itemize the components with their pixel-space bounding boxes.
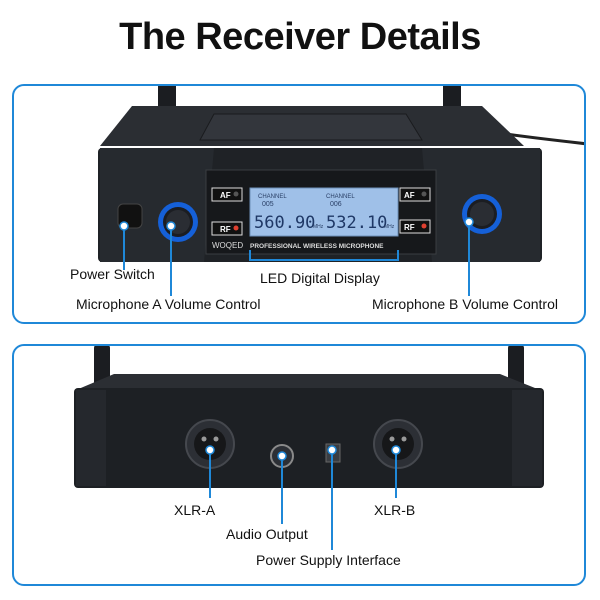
- receiver-rear-body: [74, 388, 544, 488]
- rf-label-b: RF: [404, 223, 415, 232]
- label-power-switch: Power Switch: [70, 266, 155, 282]
- label-xlr-a: XLR-A: [174, 502, 216, 518]
- front-panel-section: AF RF AF RF CHANNEL 005 CHANNEL 006 560.…: [12, 84, 586, 324]
- af-label-b: AF: [404, 191, 415, 200]
- label-led-display: LED Digital Display: [260, 270, 380, 286]
- lcd-channel-label-b: CHANNEL: [326, 194, 355, 200]
- rf-button-b: [399, 219, 431, 234]
- receiver-rear-illustration: [74, 346, 544, 550]
- page-title: The Receiver Details: [119, 16, 481, 58]
- lcd-channel-a: 005: [262, 201, 274, 208]
- label-audio-output: Audio Output: [226, 526, 308, 542]
- product-name: PROFESSIONAL WIRELESS MICROPHONE: [250, 243, 384, 250]
- lcd-freq-a: 560.90: [254, 213, 315, 233]
- rf-button-a: [211, 221, 243, 236]
- lcd-channel-label-a: CHANNEL: [258, 194, 287, 200]
- af-label-a: AF: [220, 191, 231, 200]
- lcd-display: [249, 187, 399, 237]
- receiver-front-illustration: AF RF AF RF CHANNEL 005 CHANNEL 006 560.…: [98, 86, 584, 296]
- af-button-b: [399, 187, 431, 202]
- lcd-freq-b: 532.10: [326, 213, 387, 233]
- bracket-led-display: [249, 250, 399, 261]
- rf-label-a: RF: [220, 225, 231, 234]
- label-mic-b-volume: Microphone B Volume Control: [372, 296, 558, 312]
- lcd-channel-b: 006: [330, 201, 342, 208]
- label-xlr-b: XLR-B: [374, 502, 416, 518]
- rear-panel-section: XLR-A XLR-B Audio Output Power Supply In…: [12, 344, 586, 586]
- label-mic-a-volume: Microphone A Volume Control: [76, 296, 261, 312]
- lcd-unit-a: MHz: [313, 224, 324, 230]
- label-power-supply: Power Supply Interface: [256, 552, 401, 568]
- af-button-a: [211, 187, 243, 202]
- brand-logo: WOQED: [212, 241, 243, 250]
- lcd-unit-b: MHz: [384, 224, 395, 230]
